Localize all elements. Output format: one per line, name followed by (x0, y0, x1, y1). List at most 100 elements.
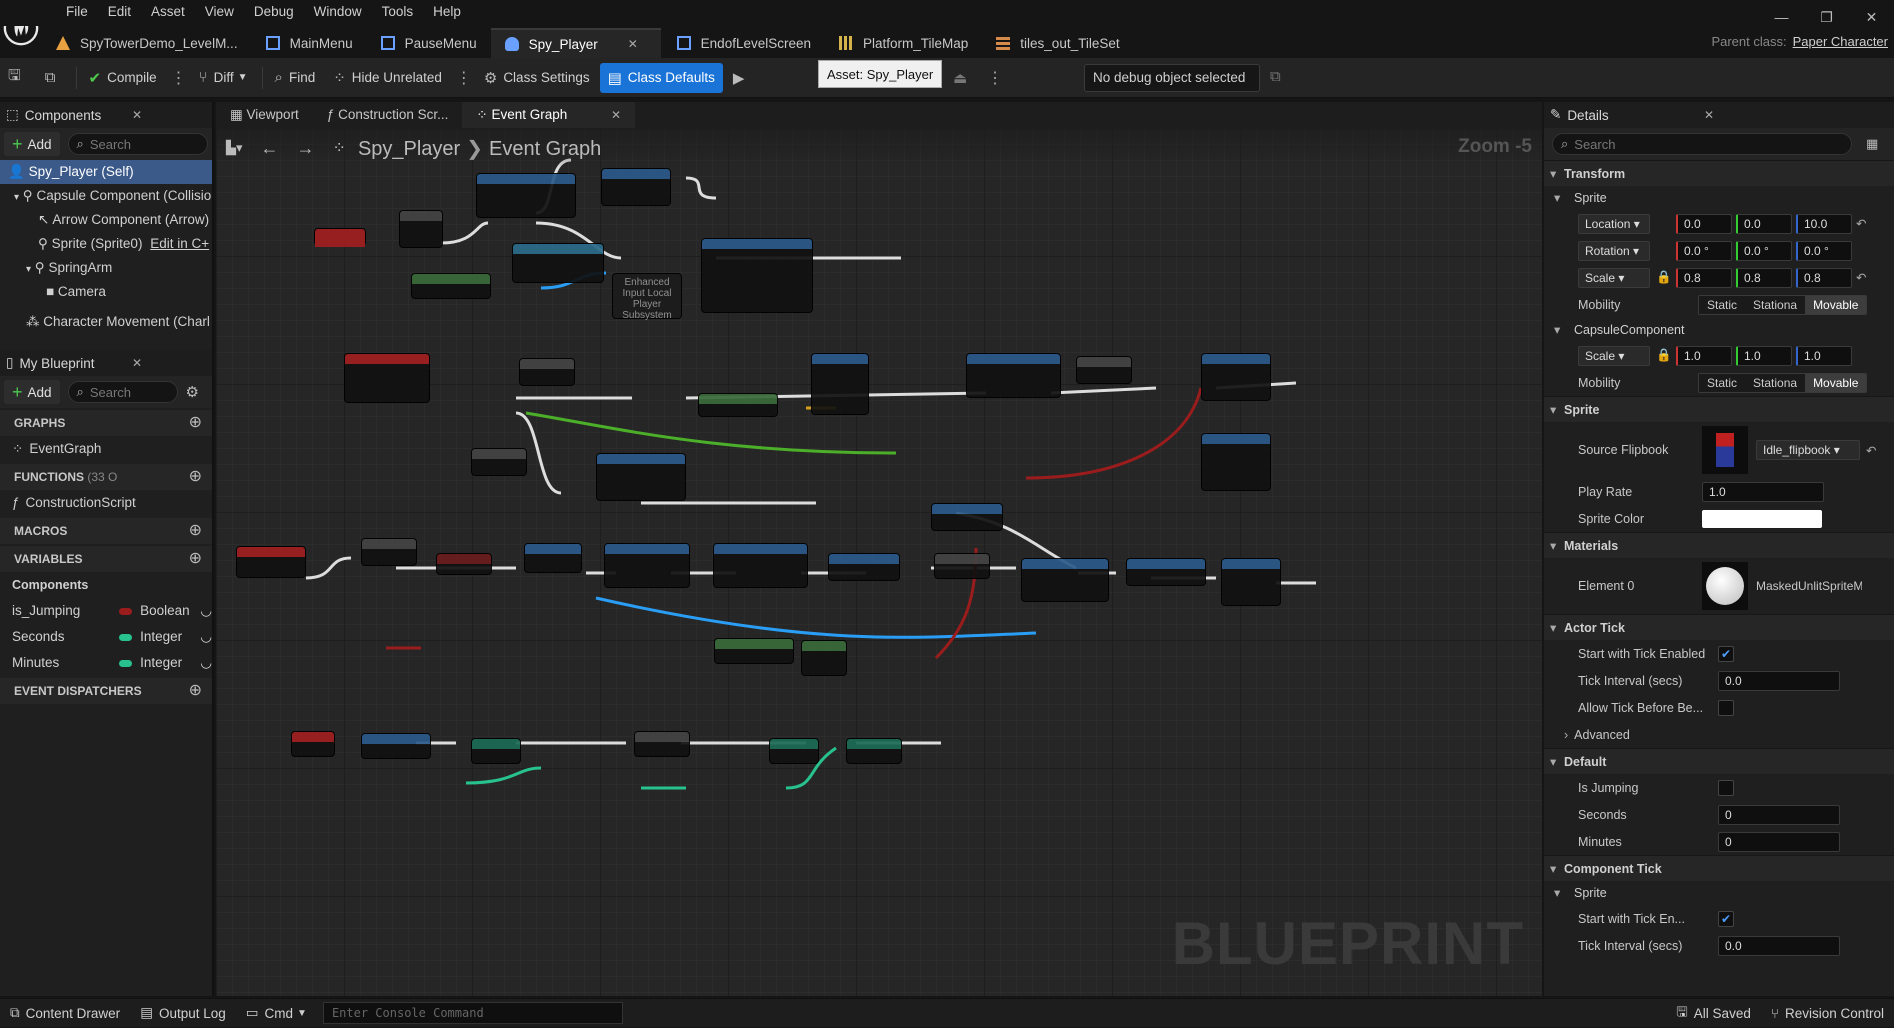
tree-item-springarm[interactable]: ▾ ⚲ SpringArm (26, 260, 113, 275)
tree-item-arrow[interactable]: ↖ Arrow Component (Arrow) (38, 212, 210, 227)
default-section[interactable]: Default (1544, 748, 1894, 775)
seconds-input[interactable]: 0 (1718, 804, 1840, 825)
tree-item-camera[interactable]: ■ Camera (46, 284, 106, 299)
visibility-icon[interactable]: ◡ (200, 629, 212, 644)
graphs-section[interactable]: GRAPHS⊕ (0, 410, 212, 436)
add-blueprint-item-button[interactable]: +Add (4, 380, 60, 404)
doc-tab-pausemenu[interactable]: PauseMenu (367, 28, 489, 58)
add-movement-input-node[interactable] (811, 353, 869, 415)
close-panel-icon[interactable]: ✕ (131, 108, 142, 122)
compile-options-icon[interactable]: ⋮ (170, 69, 187, 87)
class-settings-button[interactable]: ⚙Class Settings (483, 69, 590, 87)
event-beginplay-node[interactable] (314, 228, 366, 247)
diff-button[interactable]: ⑂Diff▼ (198, 69, 248, 86)
get-controller-node[interactable] (411, 273, 491, 299)
doc-tab-endoflevel[interactable]: EndofLevelScreen (663, 28, 823, 58)
menu-file[interactable]: File (66, 4, 88, 19)
delay-node[interactable] (931, 503, 1003, 531)
capsule-scale-x-input[interactable]: 1.0 (1676, 345, 1732, 366)
all-saved-indicator[interactable]: 🖫All Saved (1666, 999, 1761, 1028)
doc-tab-spy-player[interactable]: Spy_Player✕ (490, 28, 661, 58)
add-to-viewport-node[interactable] (601, 168, 671, 206)
functions-section[interactable]: FUNCTIONS (33 O⊕ (0, 464, 212, 490)
tree-item-capsule[interactable]: ▾ ⚲ Capsule Component (Collisio (14, 188, 212, 203)
find-button[interactable]: ⌕Find (274, 69, 316, 86)
add-component-button[interactable]: +Add (4, 132, 60, 156)
actor-tick-section[interactable]: Actor Tick (1544, 614, 1894, 641)
rotation-z-input[interactable]: 0.0 ° (1796, 240, 1852, 261)
sprite-color-swatch[interactable] (1702, 509, 1822, 528)
tree-item-sprite[interactable]: ⚲ Sprite (Sprite0) Edit in C+ (38, 236, 210, 251)
forward-arrow-icon[interactable]: → (296, 137, 315, 158)
source-flipbook-dropdown[interactable]: Idle_flipbook ▾ (1756, 440, 1860, 460)
capsule-scale-dropdown[interactable]: Scale ▾ (1578, 345, 1650, 366)
table-view-icon[interactable]: ▦ (1866, 136, 1879, 151)
compile-button[interactable]: ✔Compile (88, 69, 157, 87)
material-thumbnail[interactable] (1702, 562, 1748, 610)
reset-icon[interactable]: ↶ (1866, 443, 1877, 458)
my-blueprint-search-input[interactable]: ⌕Search (67, 381, 178, 403)
menu-debug[interactable]: Debug (253, 4, 294, 19)
menu-asset[interactable]: Asset (151, 4, 185, 19)
cmd-button[interactable]: ▭Cmd ▼ (245, 1005, 307, 1021)
set-world-rotation-node[interactable] (1201, 433, 1271, 491)
component-tick-section[interactable]: Component Tick (1544, 855, 1894, 882)
add-macro-icon[interactable]: ⊕ (188, 522, 202, 539)
tab-construction-script[interactable]: ƒ Construction Scr... (326, 107, 449, 122)
tree-item-character-movement[interactable]: ⁂ Character Movement (Charl (26, 314, 210, 329)
transform-section[interactable]: Transform (1544, 160, 1894, 187)
close-window-icon[interactable]: ✕ (1865, 8, 1878, 25)
set-world-rotation-node[interactable] (1201, 353, 1271, 401)
allow-tick-checkbox[interactable] (1718, 699, 1734, 716)
more-options-icon[interactable]: ⋮ (455, 69, 472, 87)
event-graph-canvas[interactable]: Enhanced Input Local Player Subsystem ▙ (216, 128, 1542, 996)
capsule-scale-y-input[interactable]: 1.0 (1736, 345, 1792, 366)
bookmark-icon[interactable]: ▙▾ (226, 140, 243, 155)
add-function-icon[interactable]: ⊕ (188, 468, 202, 485)
details-search-input[interactable]: ⌕Search (1552, 133, 1852, 155)
hide-unrelated-button[interactable]: ⁘Hide Unrelated (333, 69, 442, 87)
transform-sprite-subsection[interactable]: Sprite (1544, 186, 1894, 210)
menu-view[interactable]: View (204, 4, 234, 19)
set-looping-node[interactable] (1021, 558, 1109, 602)
tick-interval-input[interactable]: 0.0 (1718, 670, 1840, 691)
tab-event-graph[interactable]: ⁘ Event Graph ✕ (462, 102, 636, 128)
set-seconds-node[interactable] (846, 738, 902, 764)
menu-window[interactable]: Window (313, 4, 362, 19)
delay-node[interactable] (828, 553, 900, 581)
event-dispatchers-section[interactable]: EVENT DISPATCHERS⊕ (0, 678, 212, 704)
branch-node[interactable] (634, 731, 690, 757)
class-defaults-button[interactable]: ▤Class Defaults (599, 62, 723, 93)
back-arrow-icon[interactable]: ← (260, 137, 279, 158)
debug-filter-icon[interactable]: ⧉ (1270, 68, 1281, 85)
close-panel-icon[interactable]: ✕ (131, 356, 142, 370)
create-widget-node[interactable] (476, 173, 576, 218)
visibility-icon[interactable]: ◡ (200, 655, 212, 670)
play-button[interactable]: ▶ (725, 63, 759, 93)
event-graph-item[interactable]: ⁘EventGraph (0, 436, 212, 462)
components-search-input[interactable]: ⌕Search (67, 133, 208, 155)
content-drawer-button[interactable]: ⧉Content Drawer (10, 1005, 121, 1021)
set-flipbook-node[interactable] (596, 453, 686, 501)
rotation-x-input[interactable]: 0.0 ° (1676, 240, 1732, 261)
ct-tick-interval-input[interactable]: 0.0 (1718, 935, 1840, 956)
set-minutes-node[interactable] (769, 738, 819, 764)
material-name[interactable]: MaskedUnlitSpriteMa (1756, 579, 1862, 593)
set-seconds-node[interactable] (471, 738, 521, 764)
set-is-jumping-node[interactable] (436, 553, 492, 575)
input-action-movement-node[interactable] (344, 353, 430, 403)
event-tick-node[interactable] (291, 731, 335, 757)
tree-item-self[interactable]: 👤 Spy_Player (Self) (0, 160, 212, 184)
tab-viewport[interactable]: ▦ Viewport (230, 107, 299, 122)
branch-node[interactable] (361, 538, 417, 566)
lock-icon[interactable]: 🔒 (1656, 348, 1672, 362)
restore-icon[interactable]: ❐ (1820, 8, 1833, 25)
scale-dropdown[interactable]: Scale ▾ (1578, 267, 1650, 288)
close-tab-icon[interactable]: ✕ (611, 108, 622, 122)
component-tick-sprite-subsection[interactable]: Sprite (1544, 881, 1894, 905)
capsule-subsection[interactable]: CapsuleComponent (1544, 318, 1894, 342)
input-action-jump-node[interactable] (236, 546, 306, 578)
